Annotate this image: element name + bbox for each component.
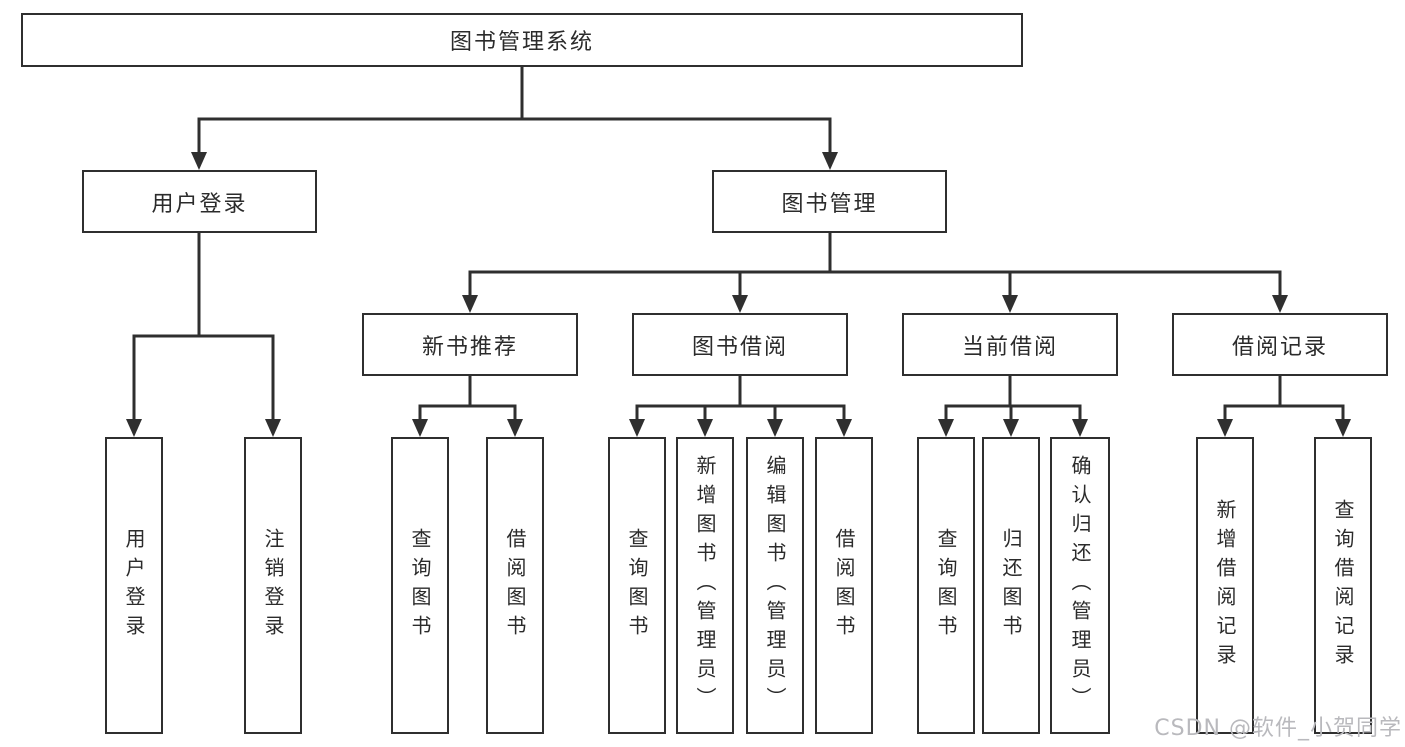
leaf-label: 新增图书（管理员） <box>693 455 717 716</box>
leaf-query-books-borrow: 查询图书 <box>608 437 666 734</box>
node-root: 图书管理系统 <box>21 13 1023 67</box>
node-borrow-records: 借阅记录 <box>1172 313 1388 376</box>
leaf-label: 归还图书 <box>999 527 1023 644</box>
watermark: CSDN @软件_小贺同学 <box>1154 716 1402 741</box>
node-root-label: 图书管理系统 <box>449 30 594 55</box>
node-borrow-records-label: 借阅记录 <box>1231 334 1328 360</box>
leaf-logout: 注销登录 <box>244 437 302 734</box>
leaf-label: 编辑图书（管理员） <box>763 455 787 716</box>
leaf-query-books-recommend: 查询图书 <box>391 437 449 734</box>
leaf-query-borrow-record: 查询借阅记录 <box>1314 437 1372 734</box>
node-book-management-label: 图书管理 <box>781 191 878 217</box>
leaf-label: 新增借阅记录 <box>1213 498 1237 673</box>
leaf-label: 注销登录 <box>261 527 285 644</box>
leaf-edit-book-admin: 编辑图书（管理员） <box>746 437 804 734</box>
leaf-label: 查询图书 <box>625 527 649 644</box>
leaf-label: 确认归还（管理员） <box>1068 455 1092 716</box>
leaf-add-book-admin: 新增图书（管理员） <box>676 437 734 734</box>
leaf-return-books: 归还图书 <box>982 437 1040 734</box>
leaf-label: 查询借阅记录 <box>1331 498 1355 673</box>
node-current-borrow-label: 当前借阅 <box>961 334 1058 360</box>
leaf-query-books-current: 查询图书 <box>917 437 975 734</box>
node-new-book-recommend: 新书推荐 <box>362 313 578 376</box>
node-book-borrow-label: 图书借阅 <box>691 334 788 360</box>
node-book-management: 图书管理 <box>712 170 947 233</box>
leaf-label: 用户登录 <box>122 527 146 644</box>
leaf-label: 借阅图书 <box>503 527 527 644</box>
leaf-label: 查询图书 <box>408 527 432 644</box>
node-new-book-recommend-label: 新书推荐 <box>421 334 518 360</box>
leaf-user-login: 用户登录 <box>105 437 163 734</box>
leaf-label: 借阅图书 <box>832 527 856 644</box>
leaf-borrow-books-recommend: 借阅图书 <box>486 437 544 734</box>
node-user-login-label: 用户登录 <box>151 191 248 217</box>
leaf-borrow-books: 借阅图书 <box>815 437 873 734</box>
leaf-label: 查询图书 <box>934 527 958 644</box>
leaf-add-borrow-record: 新增借阅记录 <box>1196 437 1254 734</box>
leaf-confirm-return-admin: 确认归还（管理员） <box>1050 437 1110 734</box>
node-user-login: 用户登录 <box>82 170 317 233</box>
node-current-borrow: 当前借阅 <box>902 313 1118 376</box>
node-book-borrow: 图书借阅 <box>632 313 848 376</box>
